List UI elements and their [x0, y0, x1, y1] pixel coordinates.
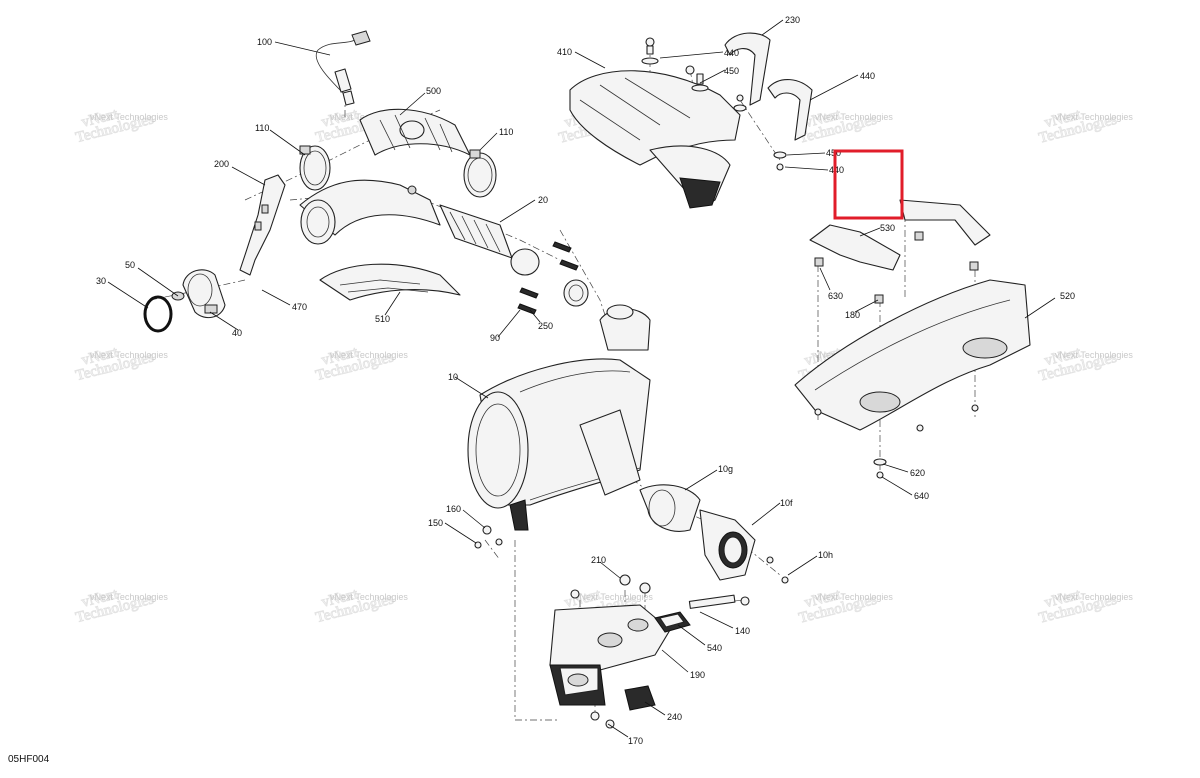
ring-30 [143, 295, 173, 333]
callout-160: 160 [446, 504, 461, 514]
svg-text:vNext Technologies: vNext Technologies [1055, 112, 1133, 122]
watermark: vNext Technologies vNext Technologies [74, 344, 169, 385]
callout-50: 50 [125, 260, 135, 270]
heat-shield-510 [319, 263, 461, 301]
watermark: vNext Technologies vNext Technologies [1037, 106, 1134, 147]
svg-text:vNext Technologies: vNext Technologies [90, 350, 168, 360]
downpipe-20 [299, 179, 540, 276]
tailpipe-10g [639, 484, 701, 532]
callout-170: 170 [628, 736, 643, 746]
watermark: vNext Technologies vNext Technologies [1037, 344, 1134, 385]
callout-10h: 10h [818, 550, 833, 560]
callout-530: 530 [880, 223, 895, 233]
callout-630: 630 [828, 291, 843, 301]
callout-250: 250 [538, 321, 553, 331]
watermark: vNext Technologies vNext Technologies [797, 106, 894, 147]
svg-text:vNext Technologies: vNext Technologies [575, 592, 653, 602]
figure-code: 05HF004 [8, 754, 50, 765]
callout-10: 10 [448, 372, 458, 382]
callout-640: 640 [914, 491, 929, 501]
watermark: vNext Technologies vNext Technologies [314, 586, 409, 627]
clamp-110-right [463, 149, 497, 198]
fasteners-210 [570, 574, 651, 599]
leader-lines [107, 19, 1056, 738]
callout-620: 620 [910, 468, 925, 478]
svg-text:vNext Technologies: vNext Technologies [90, 112, 168, 122]
callout-440-right: 440 [860, 71, 875, 81]
heat-shield-410 [569, 70, 741, 209]
callout-10f: 10f [780, 498, 793, 508]
callout-230: 230 [785, 15, 800, 25]
fasteners-620-640 [873, 458, 887, 479]
bushing-240 [624, 685, 656, 711]
callout-110-right: 110 [499, 127, 513, 137]
svg-text:vNext Technologies: vNext Technologies [90, 592, 168, 602]
watermark: vNext Technologies vNext Technologies [797, 586, 894, 627]
flex-pipe-500 [359, 108, 471, 156]
callout-labels: 100 500 110 110 200 20 50 30 40 470 510 … [96, 15, 1075, 746]
callout-210: 210 [591, 555, 606, 565]
watermark: vNext Technologies vNext Technologies [74, 586, 169, 627]
callout-470: 470 [292, 302, 307, 312]
highlight-box [833, 149, 904, 220]
callout-110-left: 110 [255, 123, 269, 133]
clamp-110-left [299, 145, 331, 191]
callout-440-top: 440 [724, 48, 739, 58]
strap-230-upper [724, 32, 771, 112]
svg-text:vNext Technologies: vNext Technologies [330, 592, 408, 602]
callout-410: 410 [557, 47, 572, 57]
callout-520: 520 [1060, 291, 1075, 301]
callout-540: 540 [707, 643, 722, 653]
callout-140: 140 [735, 626, 750, 636]
callout-200: 200 [214, 159, 229, 169]
watermark: vNext Technologies vNext Technologies [74, 106, 169, 147]
callout-180: 180 [845, 310, 860, 320]
watermark: vNext Technologies vNext Technologies [1037, 586, 1134, 627]
callout-20: 20 [538, 195, 548, 205]
nuts-170 [590, 711, 615, 729]
heat-shield-520 [794, 279, 1031, 432]
mount-bracket-190 [549, 604, 671, 706]
muffler-10 [467, 304, 651, 531]
bolt-140 [688, 594, 750, 609]
support-bracket-530 [809, 199, 991, 304]
strap-230-lower [767, 79, 813, 171]
callout-240: 240 [667, 712, 682, 722]
callout-150: 150 [428, 518, 443, 528]
callout-510: 510 [375, 314, 390, 324]
o2-sensor-100 [315, 30, 371, 106]
callout-30: 30 [96, 276, 106, 286]
callout-100: 100 [257, 37, 272, 47]
clamp-40 [182, 269, 226, 319]
svg-text:vNext Technologies: vNext Technologies [815, 592, 893, 602]
svg-text:vNext Technologies: vNext Technologies [330, 350, 408, 360]
callout-190: 190 [690, 670, 705, 680]
fasteners-440-450-top [641, 37, 709, 92]
callout-40: 40 [232, 328, 242, 338]
svg-text:vNext Technologies: vNext Technologies [1055, 592, 1133, 602]
svg-text:vNext Technologies: vNext Technologies [815, 112, 893, 122]
callout-10g: 10g [718, 464, 733, 474]
bracket-200 [239, 174, 286, 276]
callout-450-top: 450 [724, 66, 739, 76]
watermark: vNext Technologies vNext Technologies [314, 344, 409, 385]
callout-90: 90 [490, 333, 500, 343]
callout-500: 500 [426, 86, 441, 96]
outlet-10f [699, 509, 756, 581]
svg-text:vNext Technologies: vNext Technologies [1055, 350, 1133, 360]
callout-440-lower: 440 [829, 165, 844, 175]
